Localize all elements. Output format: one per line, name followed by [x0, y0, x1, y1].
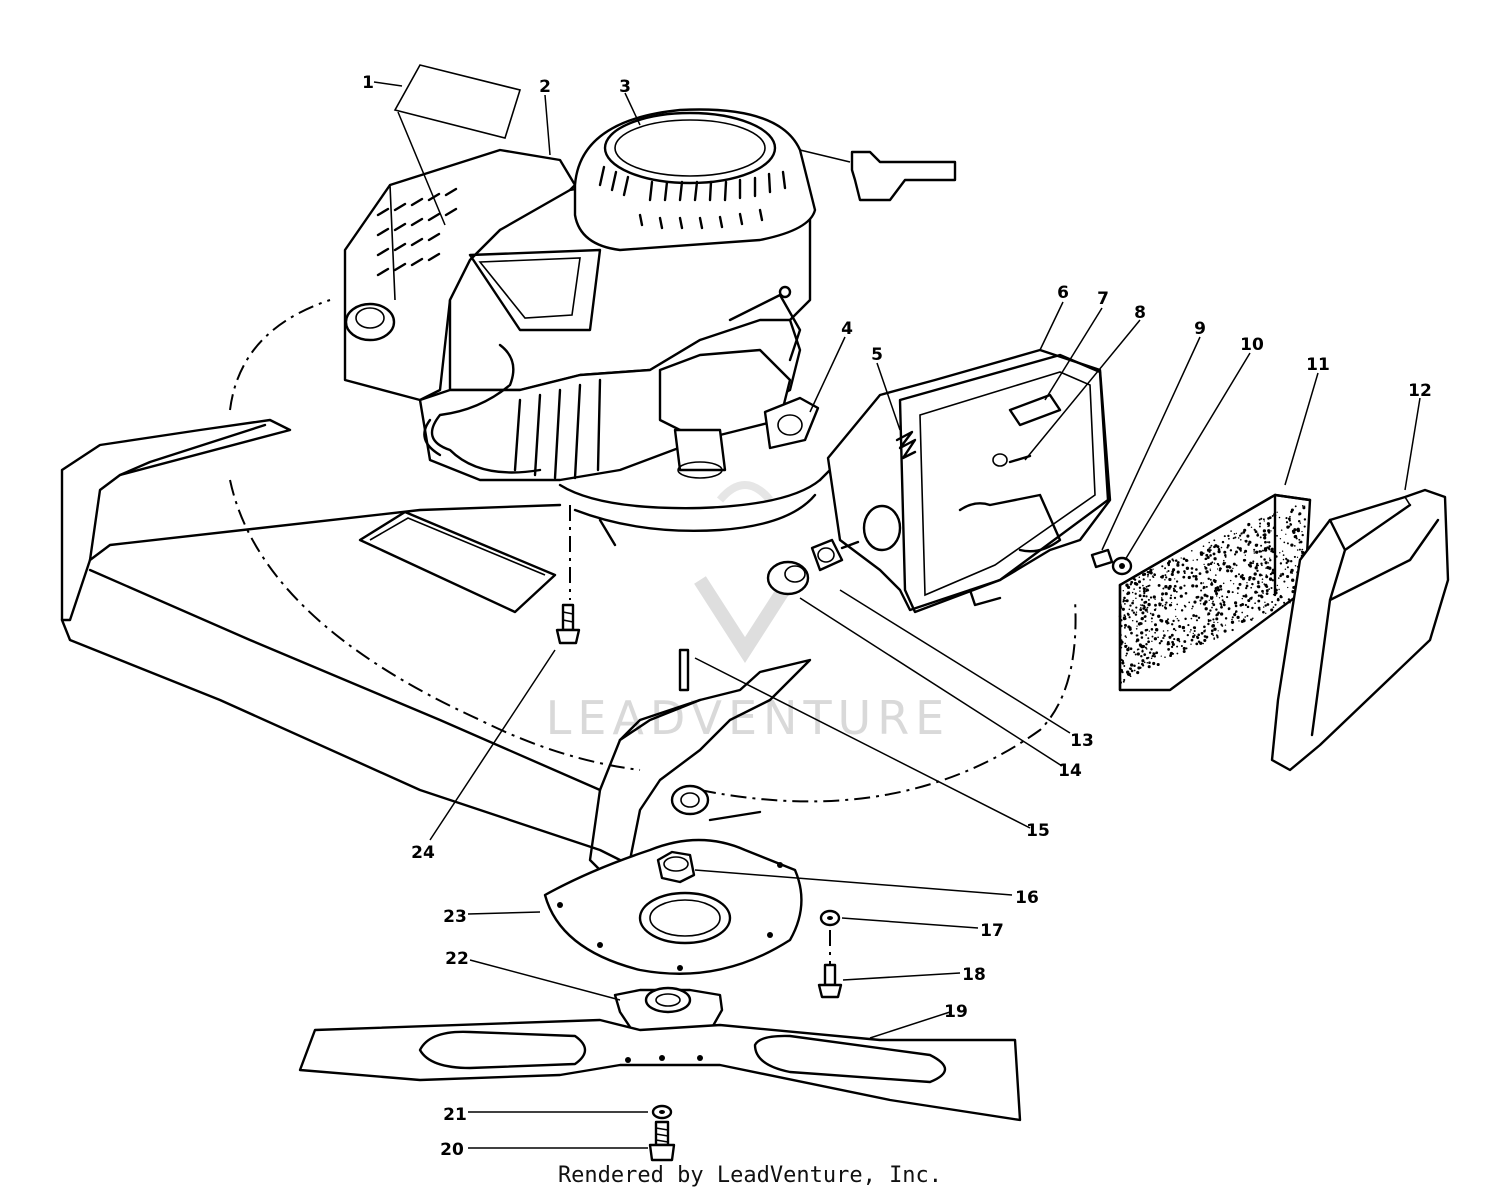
- callout-1: 1: [362, 73, 374, 93]
- callout-12: 12: [1408, 381, 1432, 401]
- callout-14: 14: [1058, 761, 1082, 781]
- callout-18: 18: [962, 965, 986, 985]
- callout-23: 23: [443, 907, 467, 927]
- air-cleaner-cover: [1270, 488, 1450, 772]
- callout-5: 5: [871, 345, 883, 365]
- wing-nut-10: [1111, 556, 1133, 576]
- render-credit: Rendered by LeadVenture, Inc.: [557, 1163, 943, 1188]
- callouts: 1 2 3 4 5 6 7 8 9 10 11 12 13 14 15 16 1…: [362, 73, 1432, 1160]
- callout-15: 15: [1026, 821, 1050, 841]
- bolt-24: [555, 603, 581, 645]
- starter-vents: [598, 165, 787, 230]
- bolt-20: [648, 1120, 676, 1162]
- primer-retainer: [810, 538, 860, 572]
- callout-21: 21: [443, 1105, 467, 1125]
- washer-17: [819, 909, 841, 927]
- callout-7: 7: [1097, 289, 1109, 309]
- callout-24: 24: [411, 843, 435, 863]
- callout-4: 4: [841, 319, 853, 339]
- screw-9: [1090, 548, 1114, 569]
- spring-clip: [895, 430, 917, 460]
- callout-3: 3: [619, 77, 631, 97]
- foam-filter: [1118, 493, 1312, 692]
- watermark-text: LEADVENTURE: [546, 691, 951, 745]
- callout-6: 6: [1057, 283, 1069, 303]
- washer-21: [651, 1104, 673, 1120]
- callout-10: 10: [1240, 335, 1264, 355]
- foam-texture: [1118, 505, 1307, 684]
- watermark: LEADVENTURE: [546, 481, 951, 745]
- mower-deck: [60, 299, 1077, 882]
- callout-2: 2: [539, 77, 551, 97]
- air-cleaner-body: [826, 348, 1112, 614]
- callout-19: 19: [944, 1002, 968, 1022]
- pin-15: [678, 648, 690, 692]
- callout-16: 16: [1015, 888, 1039, 908]
- callout-8: 8: [1134, 303, 1146, 323]
- callout-17: 17: [980, 921, 1004, 941]
- primer-bulb: [766, 560, 810, 596]
- tank-vents: [376, 187, 458, 277]
- callout-22: 22: [445, 949, 469, 969]
- leader-lines: [373, 64, 1421, 1149]
- engine: [343, 108, 957, 547]
- callout-9: 9: [1194, 319, 1206, 339]
- bolt-18: [817, 963, 843, 999]
- callout-20: 20: [440, 1140, 464, 1160]
- mower-blade: [298, 1018, 1022, 1122]
- callout-13: 13: [1070, 731, 1094, 751]
- callout-11: 11: [1306, 355, 1330, 375]
- bolt-16: [656, 850, 696, 884]
